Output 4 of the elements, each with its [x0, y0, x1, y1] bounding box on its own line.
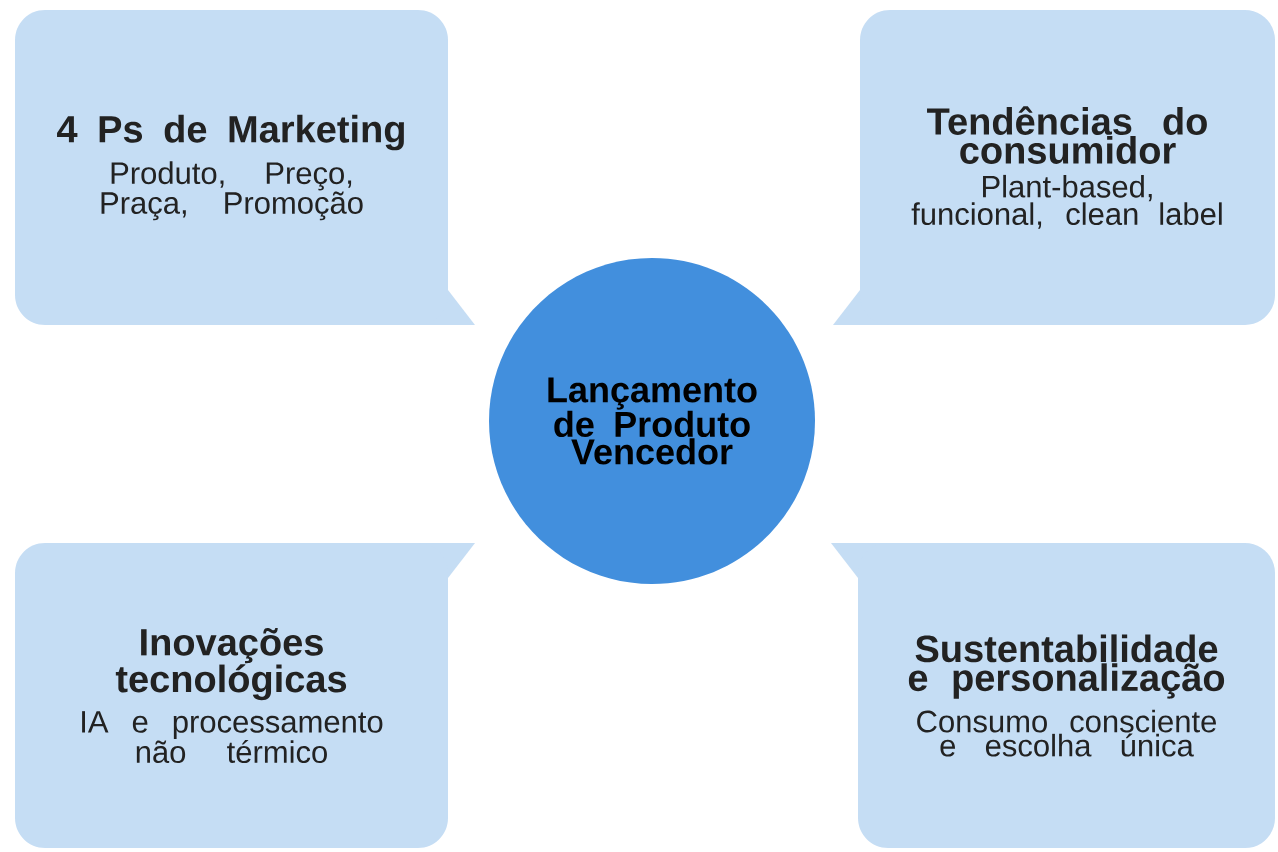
speech-bubble: 4 Ps de Marketing Produto, Preço, Praça, Promoção	[15, 10, 475, 325]
speech-bubble: Tendências do consumidor Plant-based, funcional, clean label	[833, 10, 1275, 325]
speech-bubble: Inovações tecnológicas IA e processamento não térmico	[15, 543, 475, 848]
speech-bubble: Sustentabilidade e personalização Consumo consciente e escolha única	[831, 543, 1275, 848]
